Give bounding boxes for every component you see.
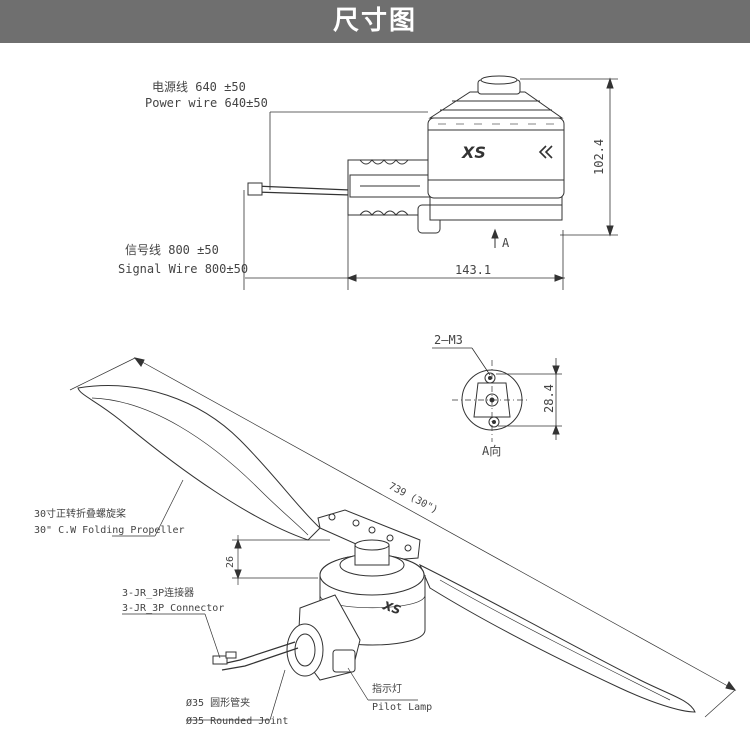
power-wire-en-label: Power wire 640±50 <box>145 96 268 110</box>
power-wire-cn-label: 电源线 640 ±50 <box>152 80 246 94</box>
propeller-en-label: 30" C.W Folding Propeller <box>34 525 185 536</box>
a-view-caption: A向 <box>482 443 501 458</box>
joint-en-label: Ø35 Rounded Joint <box>186 715 288 727</box>
joint-cn-label: Ø35 圆形管夹 <box>186 696 250 709</box>
header-banner <box>0 0 750 43</box>
lamp-en-label: Pilot Lamp <box>372 702 432 713</box>
a-view-dim: 28.4 <box>542 384 556 413</box>
side-view <box>243 75 618 290</box>
connector-cn-label: 3-JR_3P连接器 <box>122 586 194 599</box>
page-title: 尺寸图 <box>332 6 417 36</box>
side-height-dim: 102.4 <box>592 139 606 175</box>
iso-height-dim: 26 <box>225 556 236 568</box>
screw-label: 2—M3 <box>434 333 463 347</box>
iso-brand-mark: XS <box>380 598 402 617</box>
side-width-dim: 143.1 <box>455 263 491 277</box>
propeller-cn-label: 30寸正转折叠螺旋桨 <box>34 507 126 520</box>
signal-wire-cn-label: 信号线 800 ±50 <box>125 243 219 257</box>
lamp-cn-label: 指示灯 <box>372 682 402 695</box>
span-dim-label: 739 (30") <box>387 481 440 516</box>
a-view <box>432 347 562 442</box>
connector-en-label: 3-JR_3P Connector <box>122 603 224 614</box>
signal-wire-en-label: Signal Wire 800±50 <box>118 262 248 276</box>
iso-view <box>69 357 737 721</box>
view-a-marker: A <box>502 236 510 250</box>
side-brand-mark: XS <box>461 143 486 162</box>
